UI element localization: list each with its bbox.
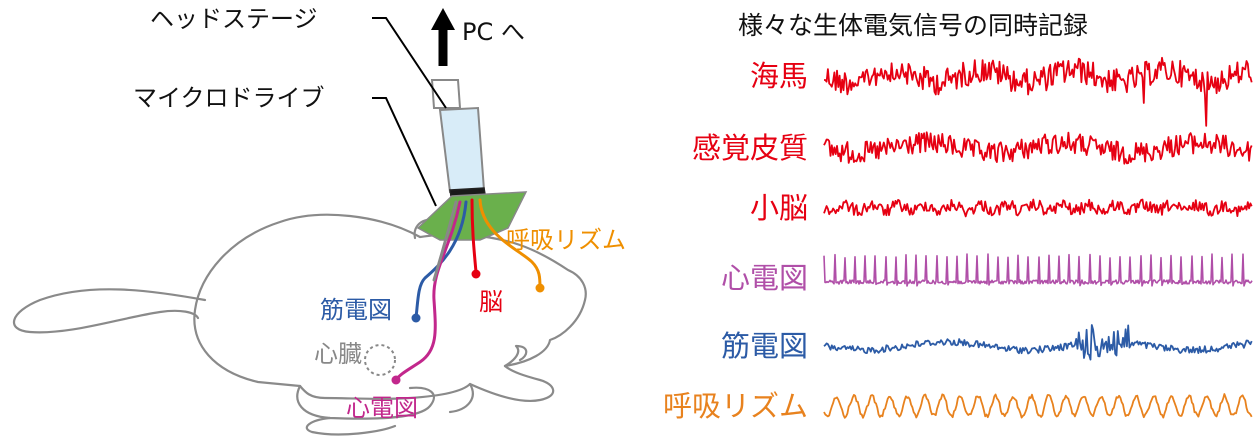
label-heart: 心臓 bbox=[314, 340, 362, 368]
mouse-tail bbox=[12, 288, 207, 334]
signal-label-3: 心電図 bbox=[721, 261, 808, 295]
mouse-belly bbox=[448, 382, 474, 414]
label-headstage: ヘッドステージ bbox=[150, 5, 318, 33]
mouse-hind-foot bbox=[305, 416, 397, 436]
signal-label-1: 感覚皮質 bbox=[692, 131, 808, 165]
wire-gray bbox=[432, 200, 458, 282]
label-electrode-ecg: 心電図 bbox=[346, 394, 418, 422]
electrode-tip-ecg bbox=[391, 375, 401, 385]
electrode-wires bbox=[394, 198, 542, 382]
mouse-hind-leg bbox=[296, 384, 435, 420]
mouse-body-outline bbox=[193, 213, 587, 402]
wire-emg bbox=[414, 200, 468, 320]
signal-trace-3 bbox=[823, 253, 1253, 287]
signal-label-0: 海馬 bbox=[750, 59, 808, 93]
signal-label-5: 呼吸リズム bbox=[663, 389, 808, 423]
heart-marker bbox=[364, 344, 396, 376]
mouse-illustration bbox=[12, 213, 587, 436]
mouse-front-paw bbox=[503, 344, 528, 368]
signal-trace-0 bbox=[824, 56, 1253, 127]
label-electrode-emg: 筋電図 bbox=[320, 296, 392, 324]
callout-headstage bbox=[372, 17, 447, 109]
label-electrode-resp: 呼吸リズム bbox=[506, 226, 626, 254]
callout-microdrive bbox=[372, 97, 437, 207]
callout-lines bbox=[372, 17, 447, 207]
headstage-body bbox=[438, 106, 486, 194]
signal-trace-4 bbox=[823, 324, 1253, 361]
label-to-pc: PC へ bbox=[462, 18, 525, 46]
signal-trace-5 bbox=[823, 393, 1253, 419]
headstage-assembly bbox=[416, 79, 528, 241]
wire-brain bbox=[470, 198, 478, 274]
recording-title: 様々な生体電気信号の同時記録 bbox=[738, 11, 1088, 40]
signal-label-2: 小脳 bbox=[750, 191, 808, 225]
signal-trace-2 bbox=[823, 198, 1253, 218]
wire-ecg bbox=[394, 200, 462, 382]
electrode-tip-emg bbox=[411, 313, 421, 323]
signal-label-4: 筋電図 bbox=[721, 329, 808, 363]
electrode-tip-brain bbox=[471, 269, 481, 279]
signal-trace-1 bbox=[823, 131, 1253, 165]
wire-resp bbox=[478, 198, 542, 290]
label-electrode-brain: 脳 bbox=[479, 288, 503, 316]
arrow-to-pc bbox=[431, 8, 455, 66]
label-microdrive: マイクロドライブ bbox=[133, 84, 325, 112]
electrode-tip-resp bbox=[535, 283, 545, 293]
